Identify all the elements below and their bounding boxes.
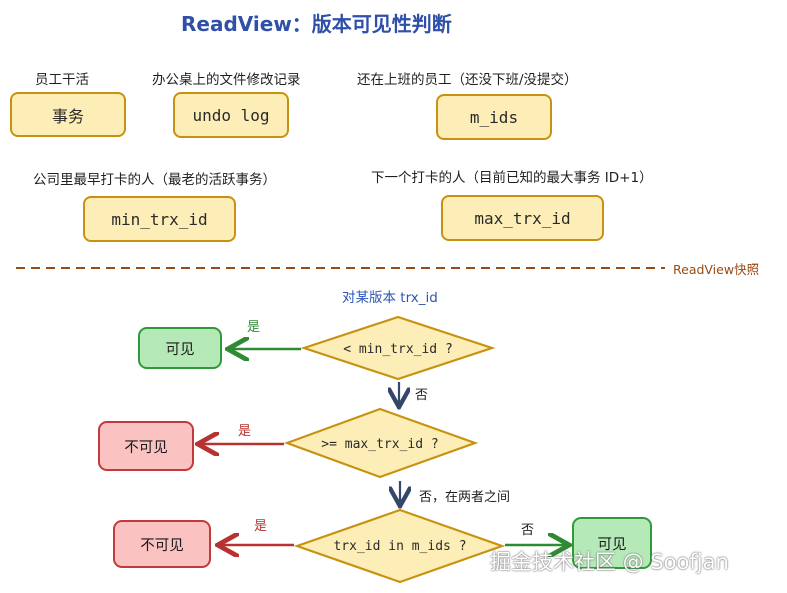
divider-label: ReadView快照 [673, 262, 760, 277]
decision-text-mids: trx_id in m_ids ? [333, 538, 467, 554]
no-label-2: 否，在两者之间 [419, 490, 511, 505]
decision-text-min: < min_trx_id ? [343, 341, 453, 357]
flow-subject: 对某版本 trx_id [342, 290, 438, 306]
concept-label-transaction: 员工干活 [35, 72, 89, 88]
no-label-1: 否 [415, 388, 429, 403]
page-title: ReadView：版本可见性判断 [181, 12, 452, 36]
concept-box-min-trx-id: min_trx_id [83, 196, 236, 242]
result-visible-3: 可见 [572, 517, 652, 569]
concept-label-max-trx-id: 下一个打卡的人（目前已知的最大事务 ID+1） [371, 170, 653, 186]
concept-label-undo-log: 办公桌上的文件修改记录 [152, 72, 301, 88]
result-visible-1: 可见 [138, 327, 222, 369]
result-invisible-2: 不可见 [98, 421, 194, 471]
concept-box-m-ids: m_ids [436, 94, 552, 140]
decision-diamond-min [300, 315, 496, 381]
concept-label-m-ids: 还在上班的员工（还没下班/没提交） [357, 72, 578, 88]
no-label-3: 否 [521, 523, 535, 538]
yes-label-3: 是 [254, 519, 268, 534]
concept-box-transaction: 事务 [10, 92, 126, 137]
concept-box-max-trx-id: max_trx_id [441, 195, 604, 241]
yes-label-1: 是 [247, 320, 261, 335]
concept-label-min-trx-id: 公司里最早打卡的人（最老的活跃事务） [33, 172, 276, 188]
decision-text-max: >= max_trx_id ? [321, 436, 439, 452]
result-invisible-3: 不可见 [113, 520, 211, 568]
yes-label-2: 是 [238, 424, 252, 439]
decision-diamond-max [283, 407, 479, 479]
decision-diamond-mids [293, 508, 506, 584]
watermark: 掘金技术社区 @ Soofjan [490, 550, 729, 574]
concept-box-undo-log: undo log [173, 92, 289, 138]
